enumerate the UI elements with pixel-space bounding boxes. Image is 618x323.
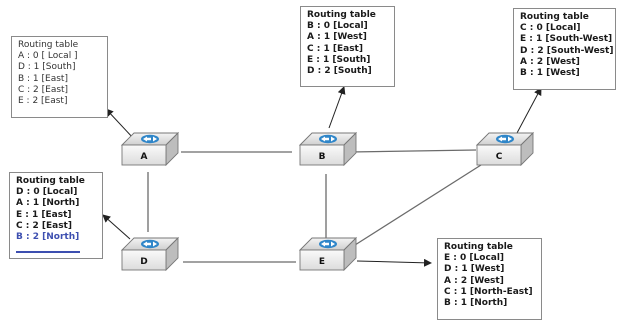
routing-table-title: Routing table: [520, 12, 589, 22]
routing-entry: C : 1 [East]: [307, 43, 363, 54]
routing-table-a: Routing table A : 0 [ Local ] D : 1 [Sou…: [11, 36, 108, 118]
routing-entry-highlighted: B : 2 [North]: [16, 232, 80, 243]
router-label-d: D: [140, 257, 147, 267]
routing-table-e: Routing table E : 0 [Local] D : 1 [West]…: [437, 238, 542, 320]
routing-entry: C : 2 [East]: [16, 220, 72, 231]
routing-entry: C : 2 [East]: [18, 84, 69, 95]
router-b: B: [298, 131, 358, 167]
router-icon: [319, 134, 337, 144]
routing-entry: E : 1 [South-West]: [520, 34, 613, 45]
routing-table-c: Routing table C : 0 [Local] E : 1 [South…: [513, 8, 616, 90]
routing-entry: E : 1 [East]: [16, 209, 72, 220]
routing-entry: E : 1 [South]: [307, 54, 371, 65]
routing-entry: A : 0 [ Local ]: [18, 51, 78, 62]
arrow-e-table: [356, 258, 432, 267]
arrow-c-table: [516, 87, 542, 134]
arrow-a-table: [105, 108, 135, 140]
routing-entry: D : 1 [South]: [18, 62, 76, 73]
router-a: A: [120, 131, 180, 167]
router-icon: [496, 134, 514, 144]
routing-table-title: Routing table: [18, 40, 79, 50]
routing-entry: D : 1 [West]: [444, 264, 505, 275]
routing-entry: B : 0 [Local]: [307, 21, 368, 32]
routing-entry: A : 1 [North]: [16, 198, 80, 209]
arrow-d-table: [102, 214, 131, 240]
routing-entry: E : 0 [Local]: [444, 253, 505, 264]
routing-entry: E : 2 [East]: [18, 96, 68, 107]
routing-entry: D : 0 [Local]: [16, 187, 78, 198]
routing-entry: B : 1 [North]: [444, 298, 508, 309]
router-e: E: [298, 236, 358, 272]
routing-entry: A : 1 [West]: [307, 32, 367, 43]
router-label-c: C: [496, 152, 503, 162]
link-b-c: [349, 149, 477, 153]
routing-entry: A : 2 [West]: [520, 56, 580, 67]
router-label-e: E: [319, 257, 325, 267]
routing-entry: C : 1 [North-East]: [444, 286, 533, 297]
arrow-b-table: [328, 86, 346, 129]
router-icon: [141, 134, 159, 144]
routing-entry: A : 2 [West]: [444, 275, 504, 286]
routing-table-title: Routing table: [444, 242, 513, 252]
router-icon: [319, 239, 337, 249]
routing-entry: B : 1 [East]: [18, 73, 68, 84]
router-icon: [141, 239, 159, 249]
routing-entry: D : 2 [South]: [307, 66, 372, 77]
routing-table-b: Routing table B : 0 [Local] A : 1 [West]…: [300, 6, 395, 87]
routing-table-d: Routing table D : 0 [Local] A : 1 [North…: [9, 172, 103, 259]
highlight-underline: [16, 251, 80, 253]
routing-table-title: Routing table: [16, 176, 85, 186]
routing-entry: D : 2 [South-West]: [520, 45, 614, 56]
router-d: D: [120, 236, 180, 272]
routing-entry: C : 0 [Local]: [520, 23, 581, 34]
router-label-a: A: [141, 152, 148, 162]
router-c: C: [475, 131, 535, 167]
link-e-c: [354, 164, 482, 246]
routing-entry: B : 1 [West]: [520, 68, 580, 79]
routing-table-title: Routing table: [307, 10, 376, 20]
router-label-b: B: [319, 152, 326, 162]
